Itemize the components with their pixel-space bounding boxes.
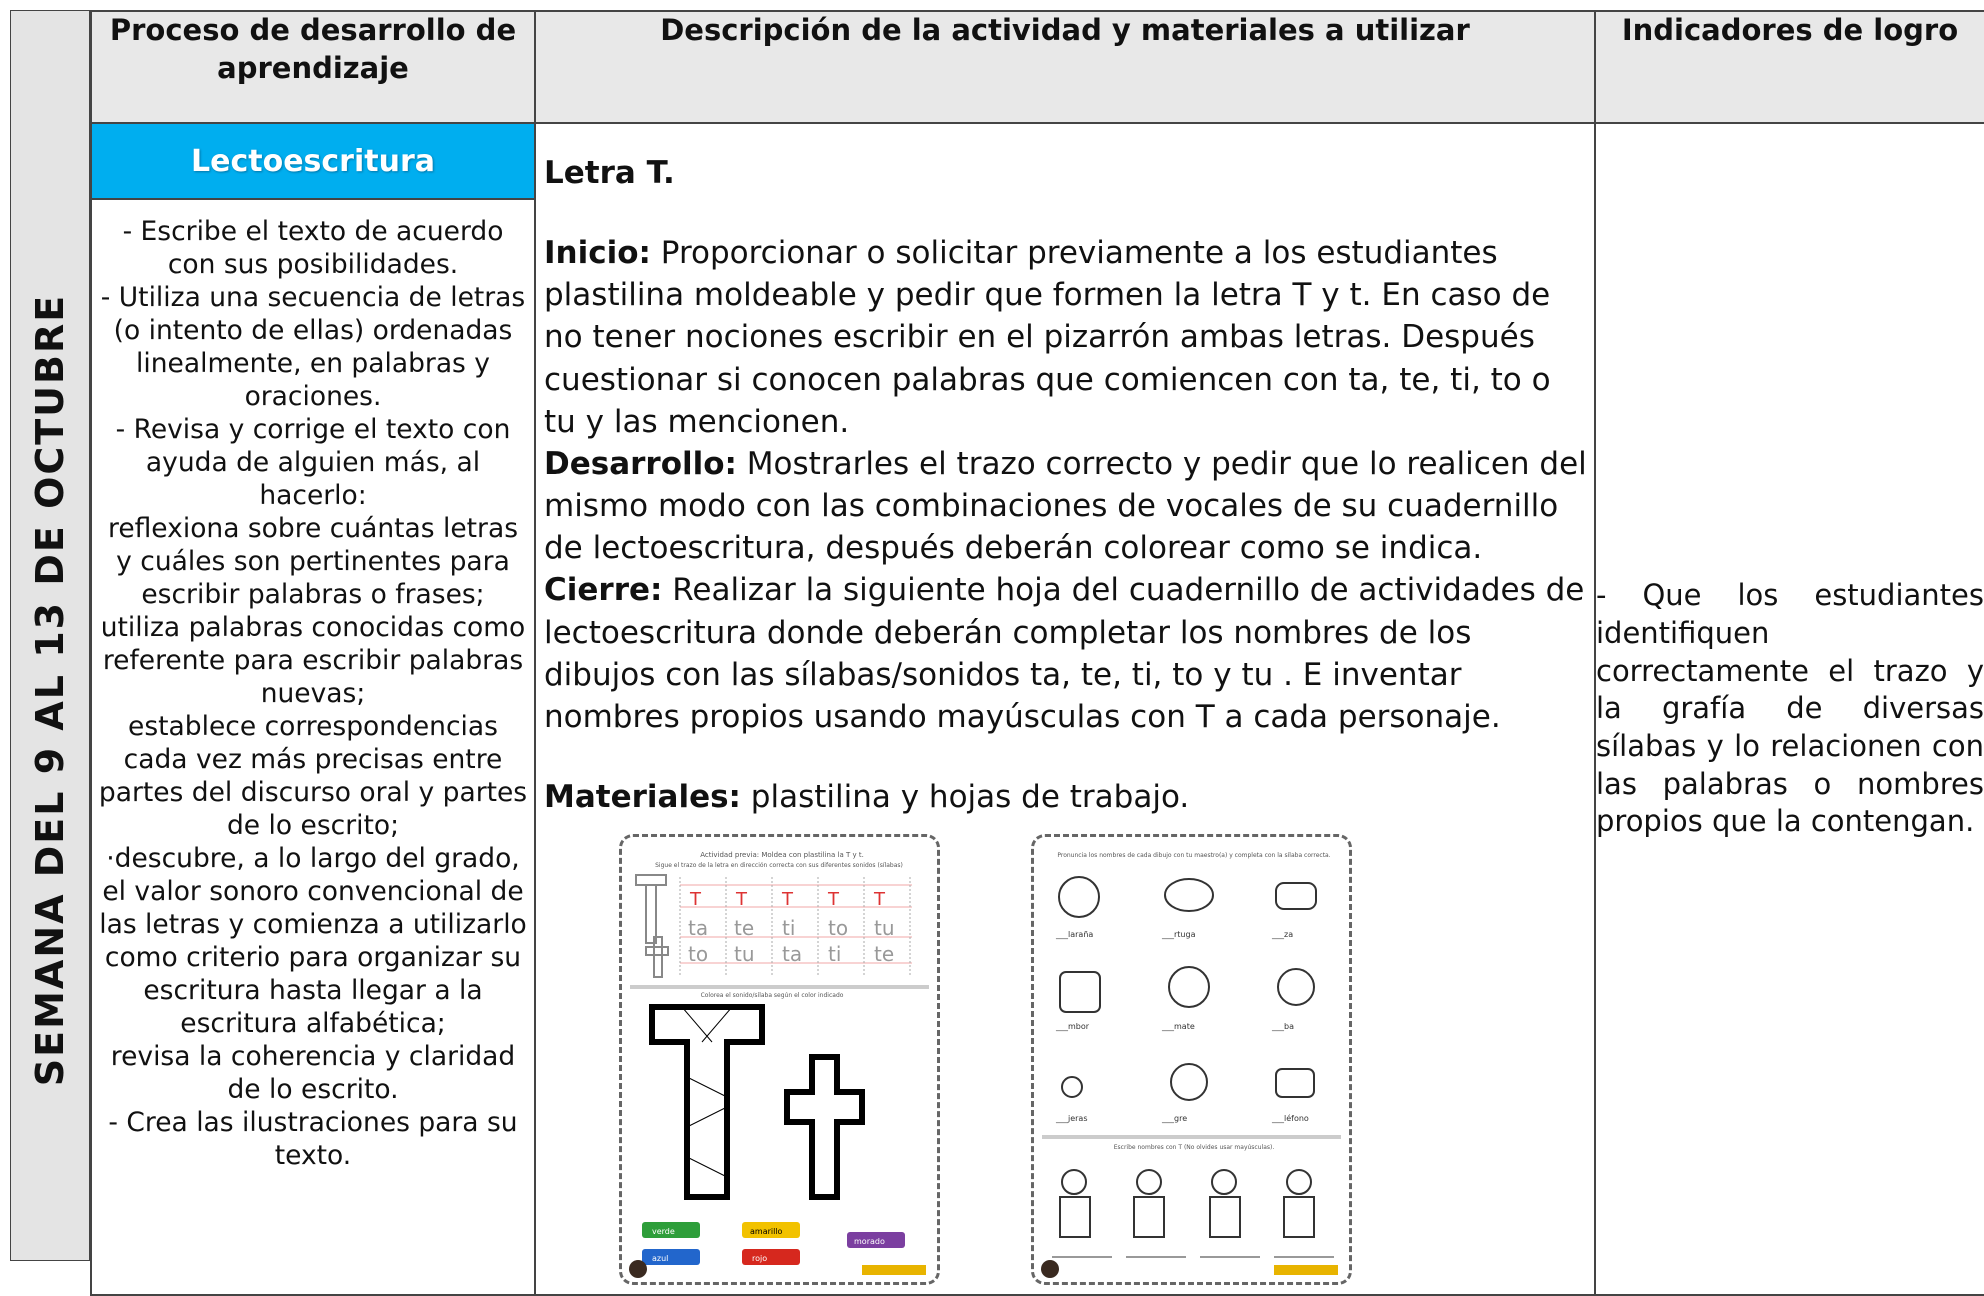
syllable-item: ___ba bbox=[1271, 1022, 1294, 1031]
teacher-avatar-icon bbox=[1041, 1260, 1059, 1279]
person-icon bbox=[1061, 1169, 1087, 1196]
worksheet-syllables-t-art: Pronuncia los nombres de cada dibujo con… bbox=[1041, 852, 1341, 1279]
lesson-plan-table: Proceso de desarrollo de aprendizaje Des… bbox=[90, 10, 1984, 1296]
sheet2-names-instruction: Escribe nombres con T (No olvides usar m… bbox=[1114, 1144, 1275, 1151]
svg-text:T: T bbox=[873, 889, 886, 910]
inicio-paragraph: Inicio: Proporcionar o solicitar previam… bbox=[544, 235, 1551, 440]
crayon-label: morado bbox=[854, 1237, 885, 1246]
svg-text:T: T bbox=[827, 889, 840, 910]
spider-web-icon bbox=[1058, 876, 1100, 919]
header-description: Descripción de la actividad y materiales… bbox=[534, 10, 1596, 124]
sheet1-instruction: Actividad previa: Moldea con plastilina … bbox=[700, 851, 864, 859]
cierre-paragraph: Cierre: Realizar la siguiente hoja del c… bbox=[544, 572, 1585, 735]
worksheet-syllables-t: Pronuncia los nombres de cada dibujo con… bbox=[1031, 834, 1352, 1286]
person-icon bbox=[1286, 1169, 1312, 1196]
process-line: - Utiliza una secuencia de letras (o int… bbox=[100, 281, 526, 412]
trace-syllable: ta bbox=[688, 916, 708, 940]
syllable-item: ___léfono bbox=[1271, 1113, 1309, 1123]
trace-syllable: tu bbox=[874, 916, 895, 940]
subject-badge: Lectoescritura bbox=[92, 124, 534, 200]
header-indicators: Indicadores de logro bbox=[1594, 10, 1984, 124]
week-label: SEMANA DEL 9 AL 13 DE OCTUBRE bbox=[28, 293, 72, 1087]
svg-text:T: T bbox=[735, 889, 748, 910]
process-line: reflexiona sobre cuántas letras y cuáles… bbox=[108, 512, 518, 610]
description-cell: Letra T. Inicio: Proporcionar o solicita… bbox=[534, 121, 1596, 1296]
teacher-avatar-icon bbox=[629, 1260, 647, 1279]
syllable-item: ___mbor bbox=[1055, 1022, 1090, 1031]
cup-icon bbox=[1275, 882, 1317, 911]
crayon-label: verde bbox=[652, 1227, 675, 1236]
brand-logo-icon bbox=[1274, 1265, 1338, 1276]
turtle-icon bbox=[1164, 878, 1214, 913]
process-cell: Lectoescritura - Escribe el texto de acu… bbox=[90, 121, 536, 1296]
crayon-legend: verde amarillo morado azul rojo bbox=[642, 1222, 905, 1266]
header-process: Proceso de desarrollo de aprendizaje bbox=[90, 10, 536, 124]
worksheet-letter-t: Actividad previa: Moldea con plastilina … bbox=[619, 834, 940, 1286]
crayon-label: amarillo bbox=[750, 1227, 783, 1236]
indicator-cell: - Que los estudiantes identifiquen corre… bbox=[1594, 121, 1984, 1296]
process-line: ·descubre, a lo largo del grado, el valo… bbox=[99, 842, 527, 940]
svg-text:T: T bbox=[781, 889, 794, 910]
materiales-paragraph: Materiales: plastilina y hojas de trabaj… bbox=[544, 779, 1190, 816]
desarrollo-paragraph: Desarrollo: Mostrarles el trazo correcto… bbox=[544, 445, 1587, 567]
svg-text:T: T bbox=[689, 889, 702, 910]
sheet1-instruction2: Sigue el trazo de la letra en dirección … bbox=[655, 862, 903, 869]
process-line: - Escribe el texto de acuerdo con sus po… bbox=[122, 216, 504, 280]
week-side-band bbox=[10, 10, 90, 1261]
tiger-icon bbox=[1170, 1063, 1208, 1102]
worksheet-thumbnails: Actividad previa: Moldea con plastilina … bbox=[544, 834, 1588, 1294]
process-line: como criterio para organizar su escritur… bbox=[104, 941, 522, 1039]
tuba-icon bbox=[1277, 968, 1315, 1007]
trace-syllable: ti bbox=[782, 916, 795, 940]
activity-title: Letra T. bbox=[544, 155, 675, 191]
process-line: establece correspondencias cada vez más … bbox=[98, 710, 528, 841]
description-text: Letra T. Inicio: Proporcionar o solicita… bbox=[536, 124, 1594, 1294]
telephone-icon bbox=[1275, 1068, 1315, 1099]
syllable-item: ___mate bbox=[1161, 1022, 1195, 1031]
scissors-icon bbox=[1061, 1076, 1083, 1099]
trace-syllable: ti bbox=[828, 942, 841, 966]
process-line: - Crea las ilustraciones para su texto. bbox=[108, 1106, 518, 1171]
crayon-label: rojo bbox=[752, 1254, 767, 1263]
brand-logo-icon bbox=[862, 1265, 926, 1276]
syllable-item: ___laraña bbox=[1055, 930, 1093, 939]
process-line: revisa la coherencia y claridad de lo es… bbox=[110, 1040, 516, 1105]
syllable-item: ___rtuga bbox=[1161, 930, 1196, 939]
crayon-label: azul bbox=[652, 1254, 668, 1263]
drum-icon bbox=[1059, 971, 1101, 1014]
trace-syllable: te bbox=[734, 916, 754, 940]
trace-syllable: ta bbox=[782, 942, 802, 966]
syllable-item: ___gre bbox=[1161, 1114, 1187, 1123]
trace-syllable: to bbox=[688, 942, 708, 966]
process-text: - Escribe el texto de acuerdo con sus po… bbox=[92, 200, 534, 1173]
syllable-item: ___za bbox=[1271, 930, 1293, 939]
trace-syllable: te bbox=[874, 942, 894, 966]
worksheet-letter-t-art: Actividad previa: Moldea con plastilina … bbox=[629, 851, 929, 1279]
sheet2-instruction: Pronuncia los nombres de cada dibujo con… bbox=[1057, 852, 1330, 859]
syllable-item: ___jeras bbox=[1055, 1114, 1088, 1123]
person-icon bbox=[1136, 1169, 1162, 1196]
person-icon bbox=[1211, 1169, 1237, 1196]
process-line: - Revisa y corrige el texto con ayuda de… bbox=[115, 413, 511, 511]
process-line: utiliza palabras conocidas como referent… bbox=[100, 611, 526, 709]
tomato-icon bbox=[1168, 966, 1210, 1009]
lesson-plan-page: SEMANA DEL 9 AL 13 DE OCTUBRE Proceso de… bbox=[10, 10, 1984, 1296]
trace-syllable: tu bbox=[734, 942, 755, 966]
trace-syllable: to bbox=[828, 916, 848, 940]
sheet1-color-instruction: Colorea el sonido/sílaba según el color … bbox=[701, 992, 844, 999]
